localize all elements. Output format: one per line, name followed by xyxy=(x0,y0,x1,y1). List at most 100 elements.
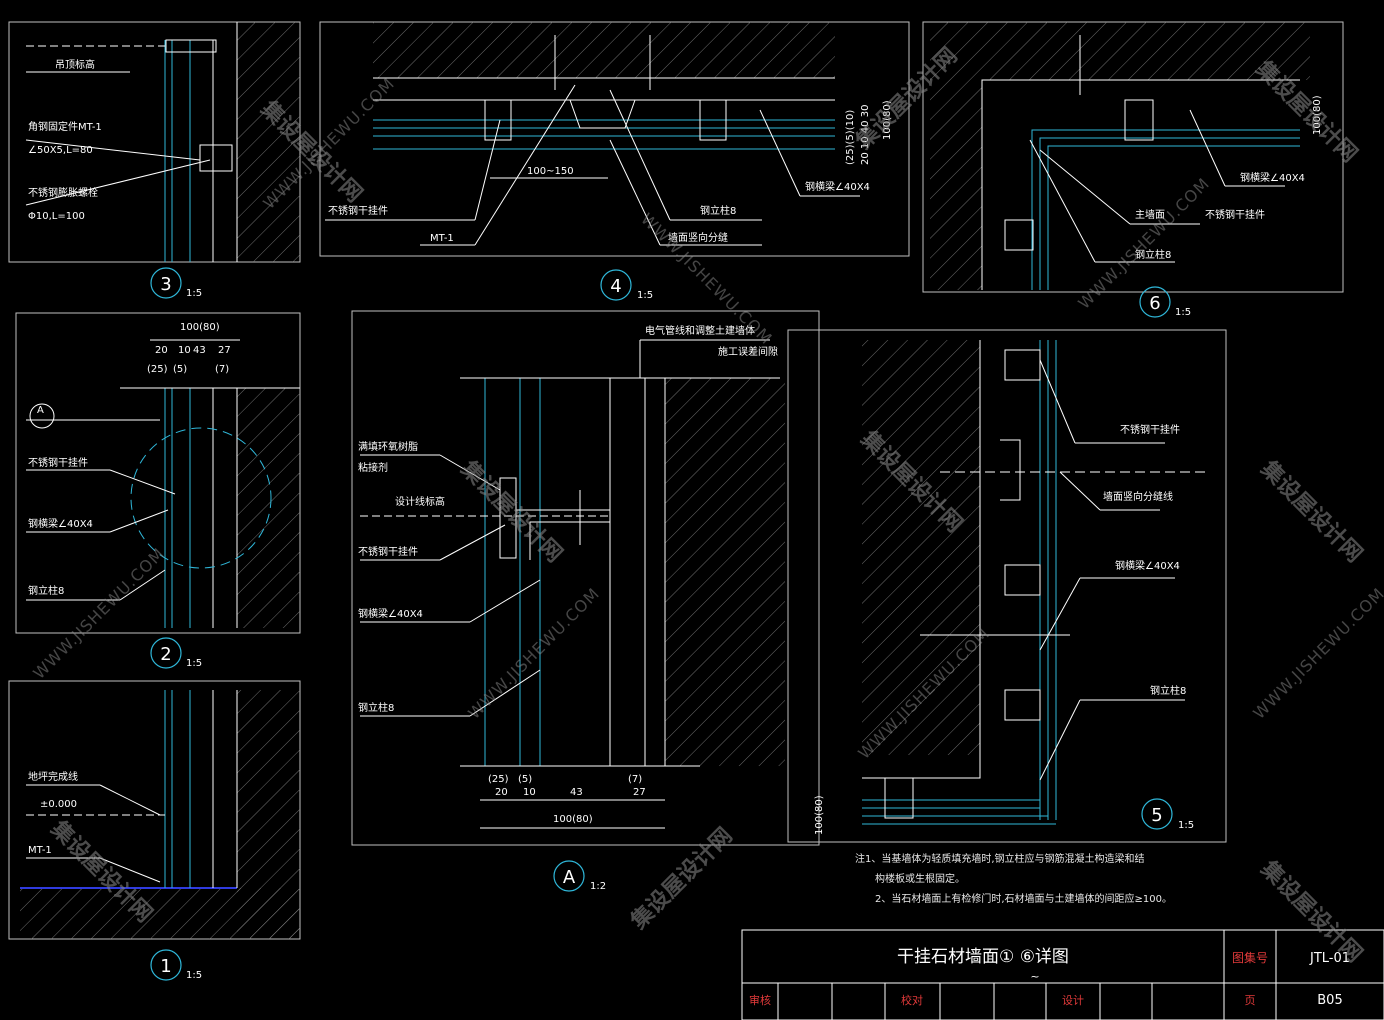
detail-5-label-beam: 钢横梁∠40X4 xyxy=(1115,559,1180,572)
detail-a-label-hanger: 不锈钢干挂件 xyxy=(358,545,418,558)
detail-2-callout-circle xyxy=(150,637,182,669)
detail-2-dim-g: (7) xyxy=(215,364,229,375)
detail-4-dim-vertical-b: 20 10 40 30 xyxy=(860,105,871,165)
detail-a-label-conduit: 电气管线和调整土建墙体 xyxy=(645,324,755,337)
detail-5-label-channel: 钢立柱8 xyxy=(1150,684,1186,697)
detail-3-callout-circle xyxy=(150,267,182,299)
detail-6-number: 6 xyxy=(1149,293,1160,314)
detail-3-label-bolt-size: Φ10,L=100 xyxy=(28,211,85,222)
detail-3-number: 3 xyxy=(160,274,171,295)
detail-2-dim-c: 43 xyxy=(193,345,206,356)
check-label: 校对 xyxy=(901,993,923,1007)
detail-a-number: A xyxy=(563,867,576,888)
detail-4-scale: 1:5 xyxy=(637,290,653,301)
detail-a-dim-e: 10 xyxy=(523,787,536,798)
detail-a-dim-b: (5) xyxy=(518,774,532,785)
detail-4-number: 4 xyxy=(610,276,621,297)
detail-a-callout-circle xyxy=(553,860,585,892)
detail-3-label-angle-size: ∠50X5,L=80 xyxy=(28,145,93,156)
detail-1-panel xyxy=(8,680,301,940)
watermark-cn-6: 集设屋设计网 xyxy=(1255,455,1367,567)
detail-6-panel xyxy=(922,21,1344,293)
detail-6-label-hanger: 不锈钢干挂件 xyxy=(1205,208,1265,221)
title-block xyxy=(741,929,1384,1020)
note-1-line-2: 构楼板或生根固定。 xyxy=(875,872,965,885)
detail-a-dim-f: 43 xyxy=(570,787,583,798)
detail-4-panel xyxy=(319,21,910,257)
detail-3-label-anchor-bolt: 不锈钢膨胀螺栓 xyxy=(28,186,98,199)
detail-5-dim-vertical: 100(80) xyxy=(814,795,825,835)
note-2: 2、当石材墙面上有检修门时,石材墙面与土建墙体的间距应≥100。 xyxy=(875,892,1172,905)
detail-6-label-beam: 钢横梁∠40X4 xyxy=(1240,171,1305,184)
detail-4-label-mt1: MT-1 xyxy=(430,233,454,244)
detail-6-callout-circle xyxy=(1139,286,1171,318)
detail-5-label-joint: 墙面竖向分缝线 xyxy=(1103,490,1173,503)
detail-4-dim-spacing: 100~150 xyxy=(527,166,574,177)
detail-2-callout-a: A xyxy=(37,405,44,416)
detail-1-label-floor: 地坪完成线 xyxy=(28,770,78,783)
detail-2-dim-e: (25) xyxy=(147,364,168,375)
detail-a-dim-total: 100(80) xyxy=(553,814,593,825)
page-label: 页 xyxy=(1245,994,1256,1007)
detail-a-dim-c: (7) xyxy=(628,774,642,785)
drawing-number-label: 图集号 xyxy=(1232,950,1268,965)
detail-6-label-main-wall: 主墙面 xyxy=(1135,208,1165,221)
detail-1-callout-circle xyxy=(150,949,182,981)
detail-4-label-channel: 钢立柱8 xyxy=(700,204,736,217)
detail-a-label-adhesive: 粘接剂 xyxy=(358,461,388,474)
detail-6-scale: 1:5 xyxy=(1175,307,1191,318)
detail-3-panel xyxy=(8,21,301,263)
drawing-number: JTL-01 xyxy=(1309,951,1350,966)
detail-1-number: 1 xyxy=(160,956,171,977)
detail-5-panel xyxy=(787,329,1227,843)
detail-4-dim-vertical-a: (25)(5)(10) xyxy=(845,110,856,165)
detail-a-scale: 1:2 xyxy=(590,881,606,892)
detail-1-label-mt1: MT-1 xyxy=(28,845,52,856)
detail-2-scale: 1:5 xyxy=(186,658,202,669)
detail-2-dim-f: (5) xyxy=(173,364,187,375)
detail-a-label-beam: 钢横梁∠40X4 xyxy=(358,607,423,620)
drawing-title: 干挂石材墙面① ⑥详图 xyxy=(897,947,1069,967)
design-label: 设计 xyxy=(1062,994,1084,1007)
detail-a-label-resin: 满填环氧树脂 xyxy=(358,440,418,453)
detail-3-label-angle-bracket: 角钢固定件MT-1 xyxy=(28,120,102,133)
detail-a-label-gap: 施工误差间隙 xyxy=(718,345,778,358)
detail-2-dim-a: 20 xyxy=(155,345,168,356)
watermark-cn-4: 集设屋设计网 xyxy=(455,455,567,567)
detail-a-dim-d: 20 xyxy=(495,787,508,798)
detail-4-label-beam: 钢横梁∠40X4 xyxy=(805,180,870,193)
detail-6-label-channel: 钢立柱8 xyxy=(1135,248,1171,261)
detail-2-label-hanger: 不锈钢干挂件 xyxy=(28,456,88,469)
drawing-title-tilde: ~ xyxy=(1030,970,1039,983)
page-number: B05 xyxy=(1317,993,1342,1008)
detail-4-label-hanger: 不锈钢干挂件 xyxy=(328,204,388,217)
note-1-line-1: 注1、当基墙体为轻质填充墙时,钢立柱应与钢筋混凝土构造梁和结 xyxy=(855,852,1145,865)
detail-2-dim-total: 100(80) xyxy=(180,322,220,333)
detail-a-dim-a: (25) xyxy=(488,774,509,785)
detail-5-label-hanger: 不锈钢干挂件 xyxy=(1120,423,1180,436)
detail-1-scale: 1:5 xyxy=(186,970,202,981)
detail-2-label-channel: 钢立柱8 xyxy=(28,584,64,597)
detail-4-dim-vertical-c: 100(80) xyxy=(882,100,893,140)
detail-6-dim-vertical: 100(80) xyxy=(1312,95,1323,135)
detail-3-label-top-elevation: 吊顶标高 xyxy=(55,58,95,71)
detail-2-dim-d: 27 xyxy=(218,345,231,356)
detail-5-number: 5 xyxy=(1151,805,1162,826)
watermark-url-4: WWW.JISHEWU.COM xyxy=(29,544,168,683)
detail-1-label-elevation: ±0.000 xyxy=(40,799,77,810)
detail-a-panel xyxy=(351,310,820,846)
detail-2-label-beam: 钢横梁∠40X4 xyxy=(28,517,93,530)
detail-a-label-design-line: 设计线标高 xyxy=(395,495,445,508)
detail-4-callout-circle xyxy=(600,269,632,301)
detail-2-number: 2 xyxy=(160,644,171,665)
detail-a-label-channel: 钢立柱8 xyxy=(358,701,394,714)
detail-2-dim-b: 10 xyxy=(178,345,191,356)
review-label: 审核 xyxy=(749,993,771,1007)
watermark-cn-8: 集设屋设计网 xyxy=(625,823,737,935)
detail-4-label-joint: 墙面竖向分缝 xyxy=(668,231,728,244)
detail-2-panel xyxy=(15,312,301,634)
detail-a-dim-g: 27 xyxy=(633,787,646,798)
detail-3-scale: 1:5 xyxy=(186,288,202,299)
